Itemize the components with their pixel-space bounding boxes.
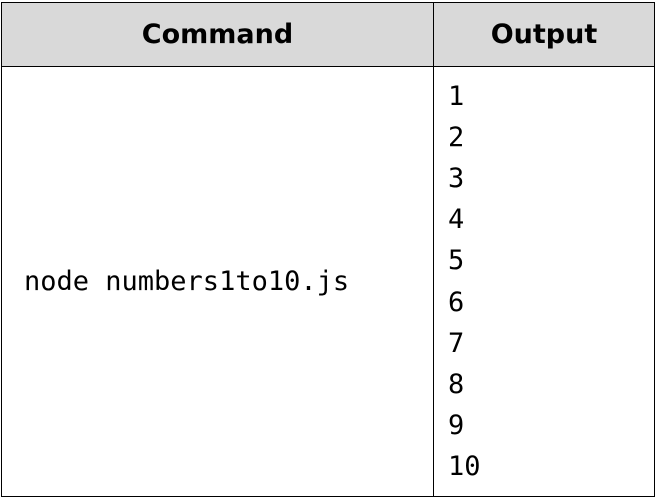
table-body: node numbers1to10.js 1 2 3 4 5 6 7 8 9 1… (1, 66, 655, 497)
output-header: Output (433, 2, 655, 67)
command-header: Command (1, 2, 434, 67)
table-row: node numbers1to10.js 1 2 3 4 5 6 7 8 9 1… (1, 66, 655, 497)
output-line: 4 (448, 204, 465, 236)
output-line: 10 (448, 451, 481, 483)
output-line: 6 (448, 286, 465, 318)
output-line: 5 (448, 245, 465, 277)
output-cell: 1 2 3 4 5 6 7 8 9 10 (433, 66, 655, 497)
output-line: 3 (448, 162, 465, 194)
output-line: 9 (448, 410, 465, 442)
header-row: Command Output (1, 2, 655, 67)
table-header: Command Output (1, 2, 655, 67)
output-line: 8 (448, 368, 465, 400)
output-line: 1 (448, 80, 465, 112)
command-cell: node numbers1to10.js (1, 66, 434, 497)
output-line: 7 (448, 327, 465, 359)
output-line: 2 (448, 121, 465, 153)
